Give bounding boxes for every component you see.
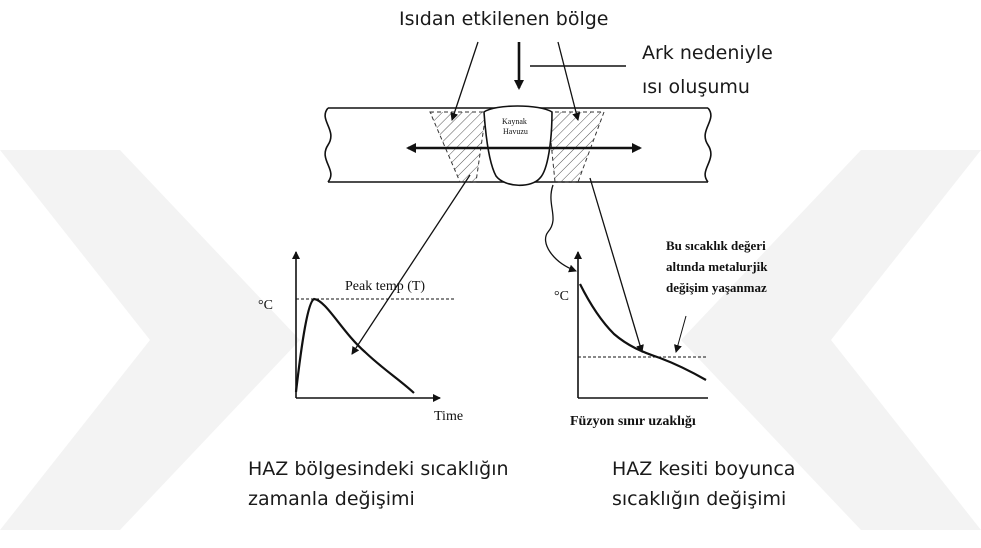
caption-right-line-1: HAZ kesiti boyunca bbox=[612, 458, 796, 480]
left-graph-y-unit: °C bbox=[258, 298, 273, 313]
heading-haz: Isıdan etkilenen bölge bbox=[399, 8, 609, 30]
threshold-note-line-1: Bu sıcaklık değeri bbox=[666, 238, 766, 253]
connector-left-graph bbox=[351, 174, 471, 355]
connector-right-graph-2 bbox=[589, 177, 644, 353]
watermark bbox=[0, 150, 981, 530]
right-graph-x-label: Füzyon sınır uzaklığı bbox=[570, 414, 696, 429]
caption-right-line-2: sıcaklığın değişimi bbox=[612, 488, 787, 510]
weld-pool bbox=[483, 105, 553, 187]
threshold-note-line-2: altında metalurjik bbox=[666, 259, 768, 274]
caption-left-line-2: zamanla değişimi bbox=[248, 488, 415, 510]
arc-label-line-2: ısı oluşumu bbox=[642, 76, 750, 98]
caption-left-line-1: HAZ bölgesindeki sıcaklığın bbox=[248, 458, 509, 480]
heading-pointer-left bbox=[450, 41, 479, 121]
peak-temp-label: Peak temp (T) bbox=[345, 279, 426, 294]
connector-right-graph-1 bbox=[544, 184, 577, 273]
right-graph-y-unit: °C bbox=[554, 289, 569, 304]
threshold-note-line-3: değişim yaşanmaz bbox=[666, 280, 767, 295]
right-graph bbox=[574, 251, 708, 399]
peak-temperature-profile bbox=[579, 283, 707, 381]
left-graph-x-label: Time bbox=[434, 409, 464, 424]
left-graph bbox=[292, 251, 455, 402]
heading-pointer-right bbox=[557, 41, 581, 121]
thermal-cycle-curve bbox=[294, 297, 415, 394]
arc-label-line-1: Ark nedeniyle bbox=[642, 42, 773, 64]
weld-pool-label-1: Kaynak bbox=[502, 117, 527, 126]
threshold-note-pointer bbox=[674, 315, 687, 353]
weld-pool-label-2: Havuzu bbox=[503, 127, 528, 136]
